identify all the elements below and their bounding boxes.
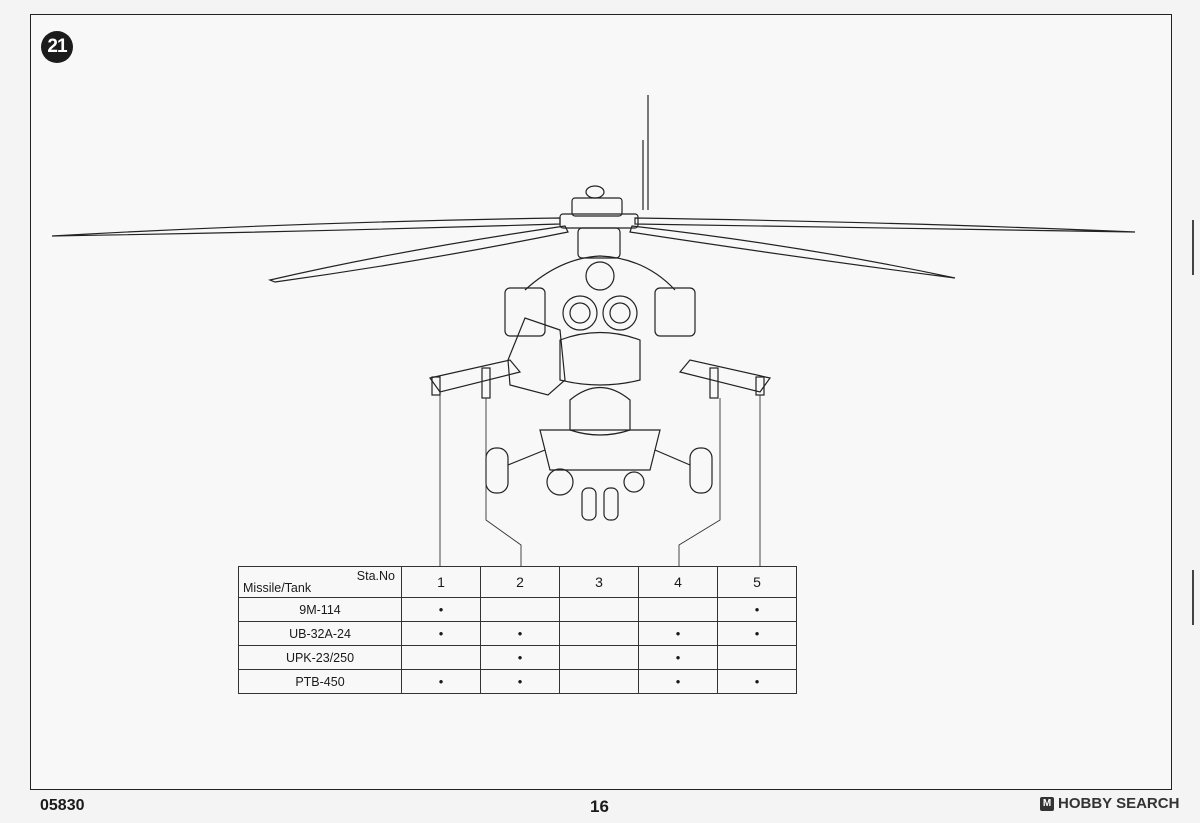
station-mark	[559, 621, 639, 646]
weapon-name: PTB-450	[238, 669, 402, 694]
station-mark: •	[401, 597, 481, 622]
station-mark	[559, 597, 639, 622]
station-mark: •	[480, 669, 560, 694]
station-mark: •	[717, 669, 797, 694]
station-mark: •	[638, 621, 718, 646]
station-header-2: 2	[480, 566, 560, 598]
table-row: UPK-23/250 • •	[238, 645, 797, 670]
page-edge-mark	[1192, 220, 1194, 275]
station-mark	[559, 645, 639, 670]
station-mark: •	[638, 645, 718, 670]
station-header-label: Sta.No	[356, 569, 395, 583]
station-mark	[638, 597, 718, 622]
weapon-name: UB-32A-24	[238, 621, 402, 646]
station-mark: •	[401, 621, 481, 646]
station-mark: •	[717, 597, 797, 622]
weapon-loadout-table: Sta.No Missile/Tank 1 2 3 4 5 9M-114 • •…	[238, 566, 797, 694]
station-mark	[717, 645, 797, 670]
table-row: 9M-114 • •	[238, 597, 797, 622]
weapon-name: 9M-114	[238, 597, 402, 622]
table-row: PTB-450 • • • •	[238, 669, 797, 694]
page-number: 16	[590, 797, 609, 816]
station-header-4: 4	[638, 566, 718, 598]
station-mark: •	[717, 621, 797, 646]
product-code: 05830	[40, 797, 85, 814]
table-row: UB-32A-24 • • • •	[238, 621, 797, 646]
station-mark: •	[638, 669, 718, 694]
brand-watermark: M HOBBY SEARCH	[1040, 795, 1179, 812]
station-header-1: 1	[401, 566, 481, 598]
station-mark: •	[401, 669, 481, 694]
hobby-search-logo-icon: M	[1040, 796, 1054, 811]
station-mark	[401, 645, 481, 670]
station-header-3: 3	[559, 566, 639, 598]
page-edge-mark	[1192, 570, 1194, 625]
station-mark	[480, 597, 560, 622]
station-header-5: 5	[717, 566, 797, 598]
brand-label: HOBBY SEARCH	[1058, 795, 1180, 812]
step-number-badge: 21	[41, 31, 73, 63]
missile-tank-header-label: Missile/Tank	[243, 581, 312, 595]
table-header-row: Sta.No Missile/Tank 1 2 3 4 5	[238, 566, 797, 598]
table-header-diagonal-cell: Sta.No Missile/Tank	[238, 566, 402, 598]
weapon-name: UPK-23/250	[238, 645, 402, 670]
station-mark: •	[480, 621, 560, 646]
station-mark: •	[480, 645, 560, 670]
station-mark	[559, 669, 639, 694]
